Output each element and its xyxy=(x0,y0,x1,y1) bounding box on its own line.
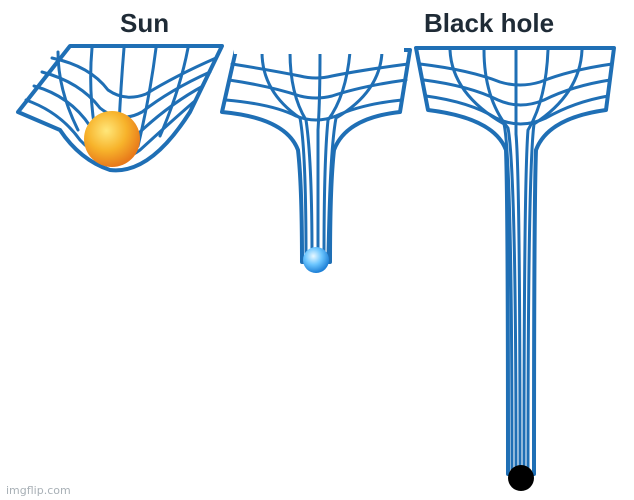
label-cover xyxy=(234,40,404,54)
star-spacetime-grid xyxy=(220,48,412,264)
star-sphere xyxy=(303,247,329,273)
watermark: imgflip.com xyxy=(6,484,71,497)
sun-label: Sun xyxy=(120,8,170,38)
sun-sphere xyxy=(84,111,140,167)
black-hole-sphere xyxy=(508,465,534,491)
black-hole-spacetime-grid xyxy=(414,46,616,476)
black-hole-label: Black hole xyxy=(424,8,555,38)
